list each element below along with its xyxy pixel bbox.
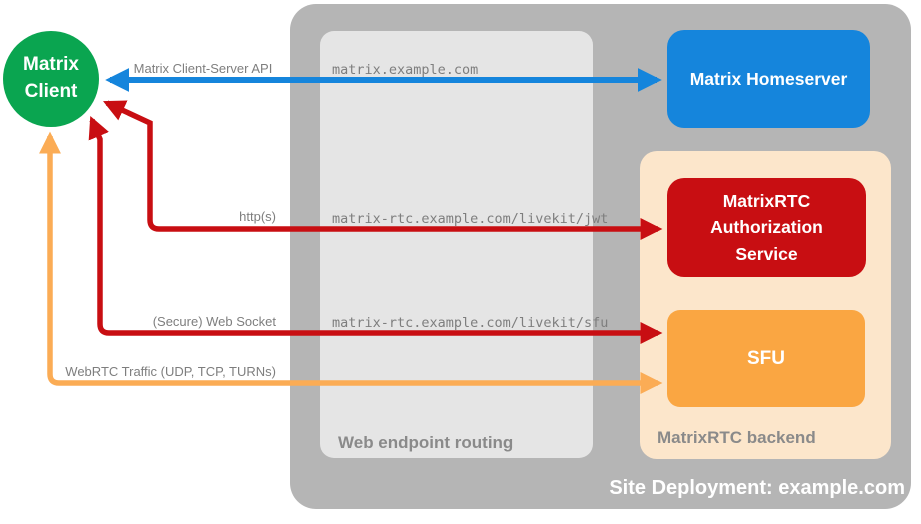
- sfu-label: SFU: [747, 347, 785, 369]
- sfu-node: SFU: [667, 310, 865, 407]
- matrixrtc-backend-label: MatrixRTC backend: [657, 428, 816, 447]
- matrix-homeserver-node: Matrix Homeserver: [667, 30, 870, 128]
- matrix-client-label-line1: Matrix: [23, 54, 79, 76]
- webrtc-traffic-label: WebRTC Traffic (UDP, TCP, TURNs): [65, 364, 276, 379]
- auth-service-label-line3: Service: [735, 243, 798, 264]
- matrixrtc-authorization-service-node: MatrixRTC Authorization Service: [667, 178, 866, 277]
- web-endpoint-routing-label: Web endpoint routing: [338, 433, 514, 452]
- matrix-client-label-line2: Client: [24, 81, 78, 102]
- client-server-api-label: Matrix Client-Server API: [133, 61, 273, 76]
- site-deployment-title: Site Deployment: example.com: [609, 477, 905, 499]
- web-endpoint-routing-panel: [320, 31, 593, 458]
- matrix-client-node: Matrix Client: [3, 31, 99, 127]
- matrix-homeserver-label: Matrix Homeserver: [689, 68, 848, 89]
- route-host-matrix: matrix.example.com: [332, 62, 479, 78]
- route-host-livekit-jwt: matrix-rtc.example.com/livekit/jwt: [332, 211, 609, 227]
- auth-service-label-line1: MatrixRTC: [722, 191, 811, 212]
- https-label: http(s): [239, 209, 276, 224]
- route-host-livekit-sfu: matrix-rtc.example.com/livekit/sfu: [332, 315, 609, 331]
- auth-service-label-line2: Authorization: [710, 217, 823, 238]
- websocket-label: (Secure) Web Socket: [152, 314, 276, 329]
